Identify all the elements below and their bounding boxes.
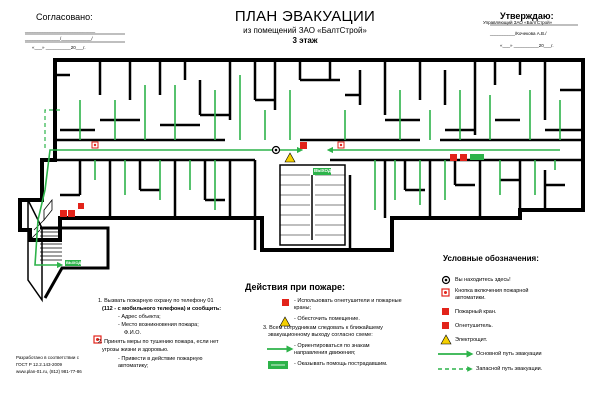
- central-staircase: [279, 164, 346, 246]
- reserve-evacuation-path: [44, 109, 60, 150]
- action-item: 1. Вызвать пожарную охрану по телефону 0…: [98, 298, 214, 304]
- exit-sign-stair-text: ВЫХОД: [66, 260, 82, 265]
- action-item: краны;: [294, 305, 312, 311]
- action-item: - Место возникновения пожара;: [118, 322, 199, 328]
- exit-sign-text: ВЫХОД: [314, 168, 332, 173]
- actions-title: Действия при пожаре:: [244, 282, 346, 292]
- legend-item: автоматики.: [455, 295, 486, 301]
- action-item: 2. Принять меры по тушению пожара, если …: [98, 339, 219, 345]
- legend-item: Огнетушитель.: [455, 323, 493, 329]
- agreed-date: «___» __________20___г.: [32, 45, 86, 50]
- exit-sign-right: [470, 154, 484, 160]
- action-item: эвакуационному выходу согласно схеме:: [268, 332, 373, 338]
- action-icons: [93, 299, 294, 369]
- action-item: - Ориентироваться по знакам: [294, 343, 370, 349]
- legend-item: Пожарный кран.: [455, 309, 497, 315]
- approve-signature: __________/Кочекова А.В./: [490, 31, 547, 36]
- page-title: ПЛАН ЭВАКУАЦИИ: [234, 8, 376, 25]
- footer-line-3: www.plan-01.ru, (812) 981-77-86: [16, 369, 82, 374]
- approve-title: Утверждаю:: [500, 11, 554, 21]
- main-evacuation-path: [34, 75, 561, 269]
- electric-panel-sign: [284, 152, 296, 163]
- legend-icons: [438, 275, 474, 372]
- page-subtitle: из помещений ЗАО «БалтСтрой»: [243, 26, 367, 35]
- action-item: - Оказывать помощь пострадавшим.: [294, 361, 388, 367]
- alarm-button-signs: [91, 141, 345, 149]
- legend-item: Кнопка включения пожарной: [455, 288, 529, 294]
- action-item: автоматику;: [118, 363, 149, 369]
- exit-sign-stair: [65, 260, 81, 266]
- approve-position: Управляющий ЗАО «БалтСтрой»: [483, 20, 553, 25]
- footer-line-1: Разработано в соответствии с: [16, 355, 79, 360]
- agreed-line-2: ______________/____________/: [25, 36, 93, 41]
- action-item: - Использовать огнетушители и пожарные: [294, 298, 402, 304]
- floor-label: 3 этаж: [292, 36, 318, 45]
- action-item: - Обесточить помещение.: [294, 316, 360, 322]
- agreed-line-1: ____________________________: [25, 28, 96, 33]
- interior-walls: [55, 60, 583, 250]
- legend-item: Вы находитесь здесь!: [455, 277, 511, 283]
- fire-hydrant-signs: [60, 142, 467, 217]
- stair-block-left: [27, 198, 110, 303]
- footer-line-2: ГОСТ Р 12.2.143-2009: [16, 362, 63, 367]
- legend-title: Условные обозначения:: [443, 254, 539, 263]
- approve-date: «___» __________20___г.: [500, 43, 554, 48]
- action-item: угрозы жизни и здоровью.: [102, 347, 169, 353]
- agreed-title: Согласовано:: [36, 12, 93, 22]
- outer-walls: [18, 58, 585, 252]
- legend-item: Основной путь эвакуации: [476, 351, 542, 357]
- action-item: - Адрес объекта;: [118, 314, 161, 320]
- action-item: 3. Всем сотрудникам следовать к ближайше…: [263, 325, 383, 331]
- signature-lines: [25, 24, 578, 43]
- action-item: (112 - с мобильного телефона) и сообщить…: [102, 306, 222, 312]
- legend-item: Электрощит.: [455, 337, 488, 343]
- action-item: - Привести в действие пожарную: [118, 356, 203, 362]
- action-item: Ф.И.О.: [124, 330, 141, 336]
- legend-item: Запасной путь эвакуации.: [476, 366, 543, 372]
- action-item: направления движения;: [294, 350, 356, 356]
- exit-sign-corridor: [313, 168, 331, 175]
- you-are-here-marker: [271, 145, 281, 155]
